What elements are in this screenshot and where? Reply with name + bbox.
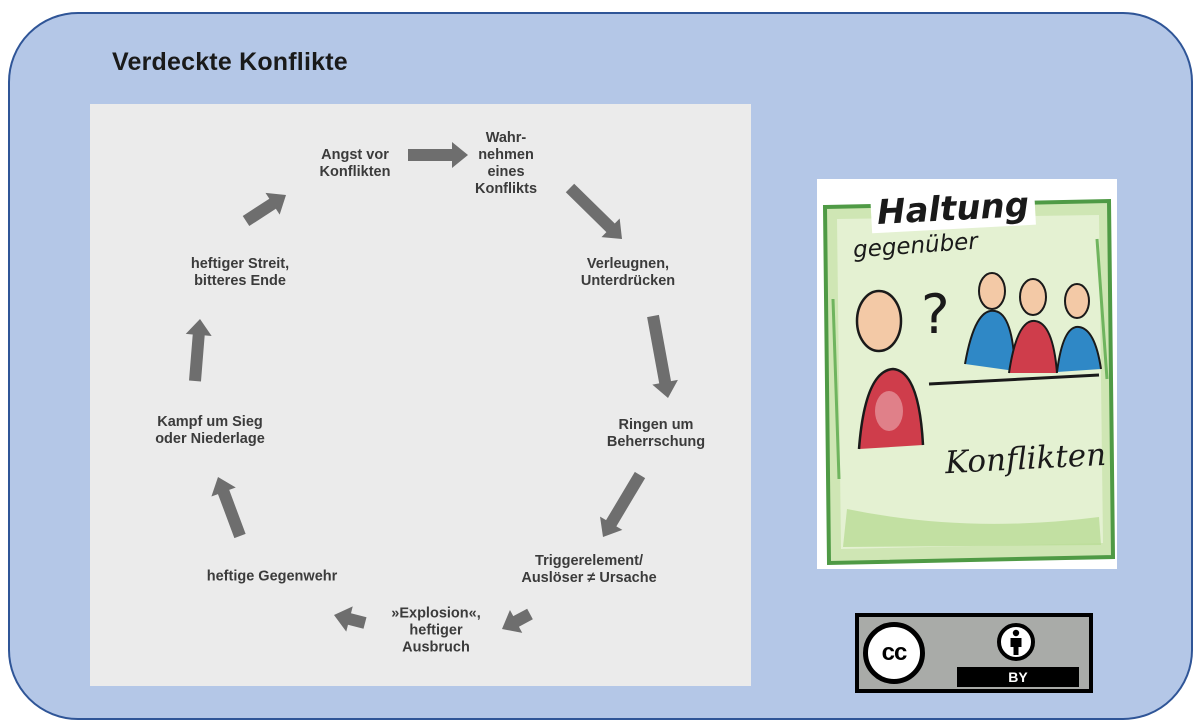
cc-by-license-badge: cc BY — [855, 613, 1093, 693]
person-attribution-icon — [997, 623, 1035, 661]
cycle-arrow-7 — [211, 477, 246, 539]
node-heftige-gegenwehr: heftige Gegenwehr — [206, 568, 338, 585]
by-label: BY — [1008, 669, 1028, 685]
cycle-arrow-5 — [501, 608, 533, 633]
cycle-arrow-8 — [185, 318, 212, 382]
cycle-arrow-9 — [242, 192, 286, 227]
cycle-arrow-6 — [334, 606, 367, 632]
node-heftiger-streit: heftiger Streit,bitteres Ende — [190, 256, 290, 289]
cycle-arrows — [185, 142, 678, 633]
node-triggerelement: Triggerelement/Auslöser ≠ Ursache — [521, 553, 657, 586]
haltung-illustration: Haltung gegenüber ? Konflikten — [817, 179, 1117, 569]
node-verleugnen-unterdruecken: Verleugnen,Unterdrücken — [580, 256, 676, 289]
cc-logo-icon: cc — [863, 622, 925, 684]
cc-logo-text: cc — [881, 639, 908, 666]
by-label-bar: BY — [957, 667, 1079, 687]
question-mark: ? — [921, 283, 950, 346]
illustration-title: Haltung — [870, 184, 1036, 234]
cycle-arrow-3 — [647, 314, 678, 399]
illustration-drawing — [822, 198, 1116, 566]
cycle-arrow-1 — [408, 142, 468, 168]
node-explosion: »Explosion«,heftiger Ausbruch — [391, 605, 481, 656]
cycle-arrow-4 — [600, 471, 646, 537]
cc-badge-background: cc BY — [859, 617, 1089, 689]
cycle-arrow-2 — [565, 183, 622, 239]
slide-title: Verdeckte Konflikte — [112, 48, 348, 76]
